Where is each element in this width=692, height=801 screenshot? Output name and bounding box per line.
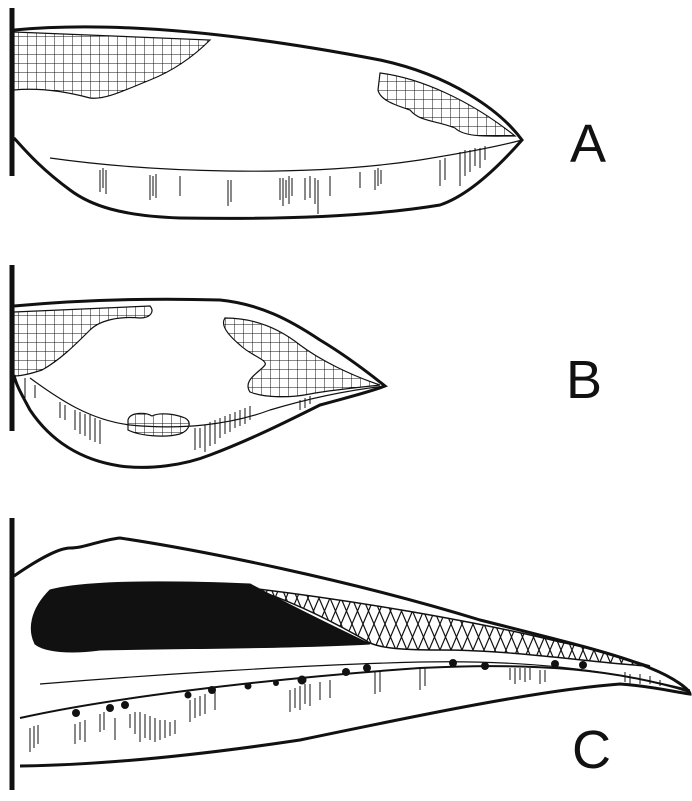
panel-c-lower-jaw — [20, 666, 690, 718]
panel-a-inner-line — [50, 140, 522, 171]
panel-b-grid-region-bottom — [128, 413, 189, 436]
panel-a-vertical-hatch — [100, 146, 485, 214]
panel-a — [12, 8, 522, 218]
panel-b — [12, 265, 385, 467]
panel-a-grid-region-left — [14, 32, 210, 98]
panel-label-b: B — [566, 353, 602, 407]
panel-label-c: C — [572, 723, 611, 777]
panel-b-grid-region-left — [14, 306, 152, 376]
panel-label-a: A — [570, 117, 606, 171]
panel-c-vertical-hatch — [30, 668, 660, 752]
panel-c-solid-region — [31, 582, 370, 652]
